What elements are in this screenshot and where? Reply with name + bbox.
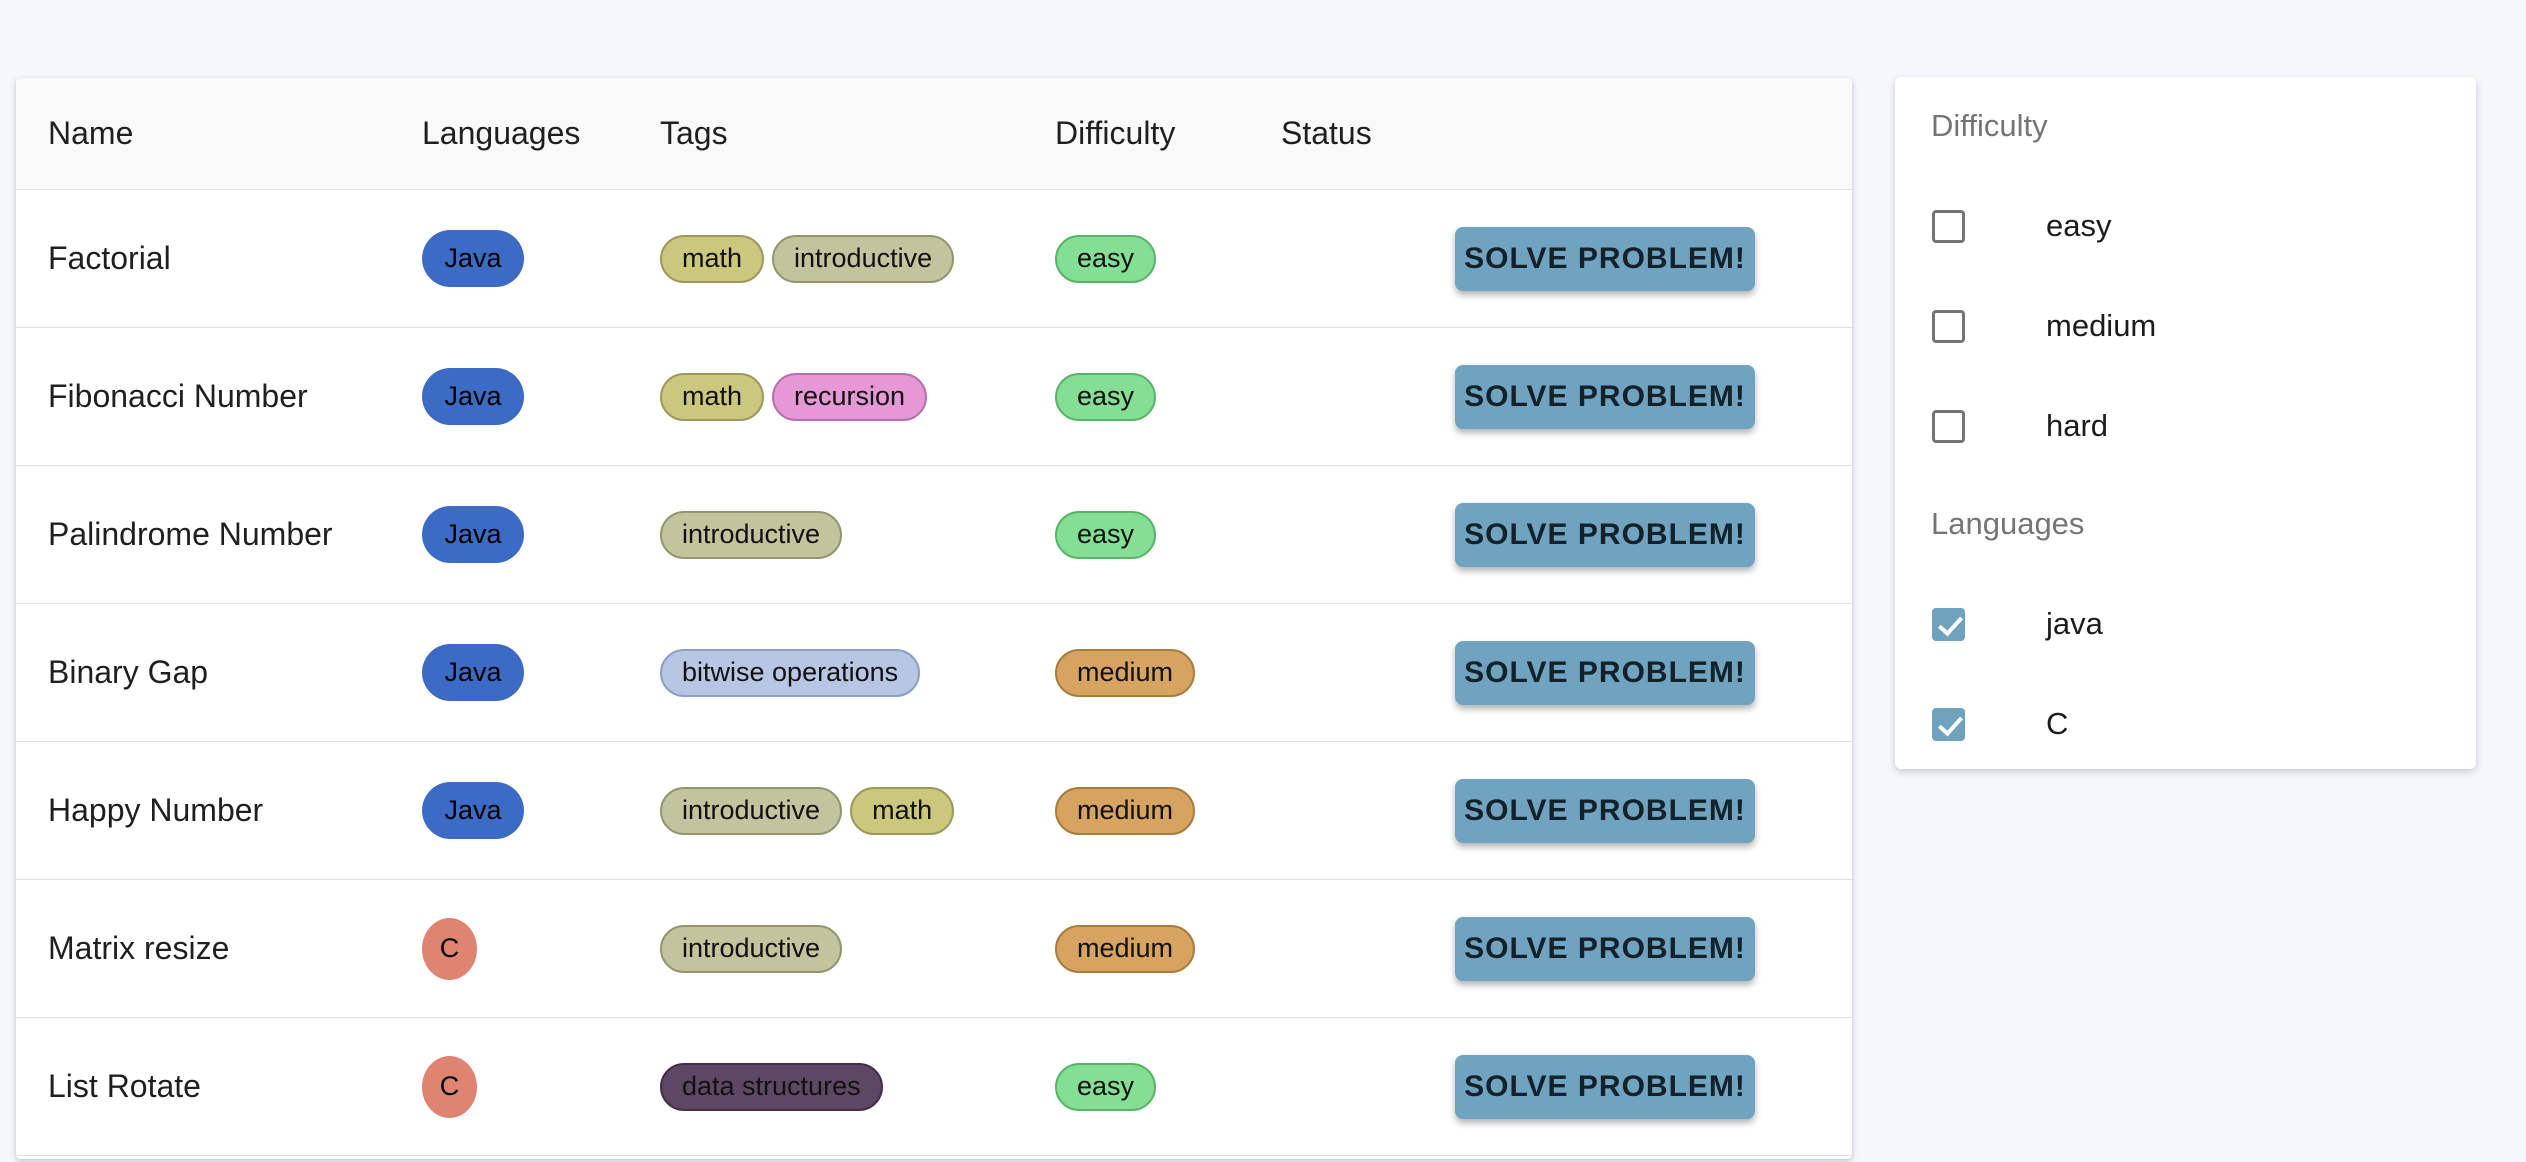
filter-options: easy medium hard xyxy=(1895,176,2476,476)
tag-chip: math xyxy=(850,786,955,835)
problems-table: Name Languages Tags Difficulty Status Fa… xyxy=(16,78,1852,1159)
tags-cell: introductive xyxy=(660,924,1055,973)
checkbox-label[interactable]: C xyxy=(2046,706,2069,741)
tag-chip: math xyxy=(660,234,765,283)
tag-chip: math xyxy=(660,372,765,421)
checkbox-c[interactable] xyxy=(1932,707,1965,741)
problem-name: Factorial xyxy=(48,240,171,276)
problem-name: Happy Number xyxy=(48,792,264,828)
filter-option-row: java xyxy=(1895,574,2476,674)
tag-chip: introductive xyxy=(772,234,955,283)
difficulty-chip: easy xyxy=(1055,510,1157,559)
table-row: Matrix resize C introductive medium SOLV… xyxy=(16,880,1852,1018)
tag-chip: recursion xyxy=(772,372,928,421)
checkbox-label[interactable]: easy xyxy=(2046,208,2112,243)
language-chip: C xyxy=(422,917,477,980)
solve-problem-button[interactable]: SOLVE PROBLEM! xyxy=(1455,502,1755,567)
checkbox-label[interactable]: hard xyxy=(2046,408,2109,443)
solve-problem-button[interactable]: SOLVE PROBLEM! xyxy=(1455,778,1755,843)
table-header-row: Name Languages Tags Difficulty Status xyxy=(16,78,1852,190)
language-chip: Java xyxy=(422,782,524,839)
difficulty-chip: medium xyxy=(1055,924,1196,973)
difficulty-chip: easy xyxy=(1055,234,1157,283)
table-row: Palindrome Number Java introductive easy… xyxy=(16,466,1852,604)
filter-option-row: easy xyxy=(1895,176,2476,276)
checkbox-java[interactable] xyxy=(1932,607,1965,641)
filter-section-title: Languages xyxy=(1931,506,2085,541)
column-header-tags: Tags xyxy=(660,115,728,151)
filters-panel: Difficulty easy medium hard Languages ja… xyxy=(1895,77,2476,769)
filter-option-row: hard xyxy=(1895,376,2476,476)
difficulty-chip: medium xyxy=(1055,786,1196,835)
solve-problem-button[interactable]: SOLVE PROBLEM! xyxy=(1455,226,1755,291)
problem-name: Fibonacci Number xyxy=(48,378,308,414)
column-header-languages: Languages xyxy=(422,115,581,151)
tag-chip: bitwise operations xyxy=(660,648,921,697)
problem-name: Matrix resize xyxy=(48,930,230,966)
tags-cell: data structures xyxy=(660,1062,1055,1111)
checkbox-label[interactable]: medium xyxy=(2046,308,2157,343)
problem-name: Palindrome Number xyxy=(48,516,333,552)
language-chip: Java xyxy=(422,230,524,287)
filter-option-row: medium xyxy=(1895,276,2476,376)
filter-options: java C xyxy=(1895,574,2476,774)
table-row: List Rotate C data structures easy SOLVE… xyxy=(16,1018,1852,1156)
checkbox-hard[interactable] xyxy=(1932,409,1965,443)
table-row: Binary Gap Java bitwise operations mediu… xyxy=(16,604,1852,742)
column-header-difficulty: Difficulty xyxy=(1055,115,1176,151)
checkbox-label[interactable]: java xyxy=(2046,606,2103,641)
language-chip: Java xyxy=(422,368,524,425)
tags-cell: bitwise operations xyxy=(660,648,1055,697)
difficulty-chip: easy xyxy=(1055,1062,1157,1111)
tag-chip: introductive xyxy=(660,924,843,973)
solve-problem-button[interactable]: SOLVE PROBLEM! xyxy=(1455,364,1755,429)
tag-chip: data structures xyxy=(660,1062,883,1111)
filter-section: Difficulty easy medium hard xyxy=(1895,107,2476,476)
language-chip: C xyxy=(422,1055,477,1118)
checkbox-medium[interactable] xyxy=(1932,309,1965,343)
language-chip: Java xyxy=(422,506,524,563)
filter-option-row: C xyxy=(1895,674,2476,774)
checkbox-easy[interactable] xyxy=(1932,209,1965,243)
problem-name: List Rotate xyxy=(48,1068,201,1104)
difficulty-chip: easy xyxy=(1055,372,1157,421)
solve-problem-button[interactable]: SOLVE PROBLEM! xyxy=(1455,1054,1755,1119)
language-chip: Java xyxy=(422,644,524,701)
filter-section-title: Difficulty xyxy=(1931,108,2048,143)
filter-section: Languages java C xyxy=(1895,505,2476,774)
column-header-status: Status xyxy=(1281,115,1372,151)
column-header-name: Name xyxy=(48,115,134,151)
solve-problem-button[interactable]: SOLVE PROBLEM! xyxy=(1455,916,1755,981)
solve-problem-button[interactable]: SOLVE PROBLEM! xyxy=(1455,640,1755,705)
difficulty-chip: medium xyxy=(1055,648,1196,697)
tags-cell: introductive xyxy=(660,510,1055,559)
problem-name: Binary Gap xyxy=(48,654,209,690)
tag-chip: introductive xyxy=(660,510,843,559)
tag-chip: introductive xyxy=(660,786,843,835)
